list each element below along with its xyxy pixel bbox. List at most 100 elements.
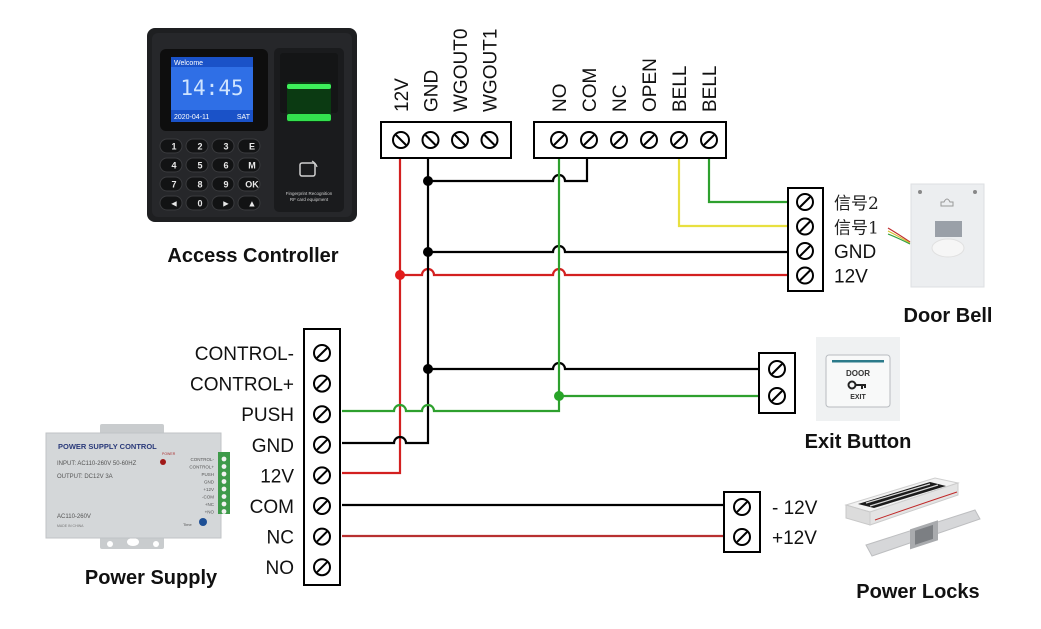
strip-screw [221, 494, 227, 499]
terminal-label: NO [550, 84, 571, 113]
terminal-screw-2[interactable] [313, 374, 331, 393]
keypad-key-label: 2 [197, 142, 202, 152]
power-supply-side-label: +NC [205, 502, 215, 507]
screen-time: 14:45 [180, 76, 243, 100]
terminal-label: COM [580, 68, 601, 112]
rfid-icon [299, 162, 316, 177]
terminal-screw-5[interactable] [313, 466, 331, 485]
terminal-label: NO [266, 558, 295, 579]
exit-button-device: DOOR EXIT [816, 337, 900, 421]
wire-bell-signal-1 [677, 158, 790, 228]
power-supply-side-label: +12V [203, 487, 214, 492]
terminal-label: GND [252, 436, 294, 457]
screen-date: 2020-04-11 [174, 114, 209, 121]
terminal-label: COM [250, 497, 294, 518]
exit-button-caption: Exit Button [805, 431, 912, 453]
controller-relay-terminal: NO COM NC OPEN BELL BELL [533, 58, 727, 159]
terminal-screw-3[interactable] [451, 131, 469, 149]
time-knob-icon [199, 518, 207, 526]
junction-gnd-1 [423, 176, 433, 186]
keypad-key-label: ▲ [248, 199, 257, 209]
wire-controller-no [342, 158, 561, 413]
keypad-key[interactable]: 3 [211, 138, 235, 154]
keypad-key[interactable]: 8 [185, 176, 209, 192]
terminal-screw-1[interactable] [392, 131, 410, 149]
keypad-key[interactable]: 2 [185, 138, 209, 154]
key-icon [847, 380, 866, 390]
power-supply-side-label: PUSH [201, 472, 214, 477]
terminal-label: BELL [670, 66, 691, 112]
wire-bell-gnd [428, 244, 790, 254]
terminal-screw-3[interactable] [313, 405, 331, 424]
terminal-screw-4[interactable] [796, 266, 814, 285]
terminal-screw-3[interactable] [610, 131, 628, 149]
keypad-key[interactable]: ◄ [159, 195, 183, 211]
terminal-label: BELL [700, 66, 721, 112]
exit-terminal [758, 352, 796, 414]
keypad-key[interactable]: 0 [185, 195, 209, 211]
terminal-screw-1[interactable] [733, 498, 751, 516]
terminal-label: PUSH [241, 405, 294, 426]
terminal-screw-6[interactable] [313, 497, 331, 515]
terminal-label: CONTROL+ [190, 375, 294, 396]
terminal-screw-5[interactable] [670, 131, 688, 149]
terminal-screw-6[interactable] [700, 131, 718, 149]
power-supply-caption: Power Supply [85, 567, 218, 589]
terminal-label: WGOUT1 [481, 29, 502, 112]
power-supply-output: OUTPUT: DC12V 3A [57, 474, 113, 480]
keypad-key[interactable]: 5 [185, 157, 209, 173]
terminal-screw-7[interactable] [313, 527, 331, 546]
terminal-screw-4[interactable] [480, 131, 499, 149]
keypad-key[interactable]: ▲ [237, 195, 261, 211]
terminal-label: NC [610, 85, 631, 112]
terminal-label: +12V [772, 528, 817, 549]
keypad-key-label: 6 [223, 161, 228, 171]
wire-controller-gnd [342, 158, 430, 445]
terminal-screw-2[interactable] [733, 528, 751, 546]
terminal-screw-2[interactable] [796, 217, 814, 236]
wire-gnd-to-com [428, 158, 589, 183]
wire-bell-12v [400, 267, 790, 277]
terminal-screw-1[interactable] [796, 193, 814, 211]
terminal-label: CONTROL- [195, 344, 294, 365]
power-supply-input: INPUT: AC110-260V 50-60HZ [57, 461, 137, 467]
keypad-key[interactable]: 4 [159, 157, 183, 173]
keypad-key[interactable]: OK [237, 176, 261, 192]
terminal-label: OPEN [640, 58, 661, 112]
terminal-label: 信号2 [834, 194, 879, 214]
power-supply-device: POWER SUPPLY CONTROL INPUT: AC110-260V 5… [45, 424, 230, 549]
keypad-key[interactable]: ► [211, 195, 235, 211]
terminal-screw-8[interactable] [313, 558, 331, 577]
wires [342, 158, 790, 538]
keypad-key[interactable]: 6 [211, 157, 235, 173]
magnetic-lock-plate [858, 482, 946, 508]
terminal-screw-1[interactable] [313, 344, 331, 362]
power-supply-made-in: MADE IN CHINA [57, 524, 84, 528]
strip-screw [221, 479, 227, 484]
wire-controller-12v [342, 158, 402, 475]
terminal-screw-4[interactable] [640, 131, 658, 149]
terminal-label: GND [422, 70, 443, 112]
keypad-key[interactable]: M [237, 157, 261, 173]
terminal-screw-3[interactable] [796, 242, 814, 260]
wire-exit-gnd [428, 361, 760, 371]
terminal-screw-2[interactable] [768, 387, 786, 405]
terminal-label: NC [267, 528, 294, 549]
keypad-key[interactable]: 7 [159, 176, 183, 192]
keypad-key[interactable]: 1 [159, 138, 183, 154]
strip-screw [221, 486, 227, 492]
terminal-screw-1[interactable] [768, 360, 786, 378]
access-controller-caption: Access Controller [167, 245, 338, 267]
keypad-key[interactable]: 9 [211, 176, 235, 192]
terminal-screw-2[interactable] [580, 131, 598, 149]
terminal-screw-2[interactable] [421, 131, 440, 149]
junction-12v [395, 270, 405, 280]
terminal-screw-1[interactable] [550, 131, 568, 149]
keypad-key[interactable]: E [237, 138, 261, 154]
terminal-screw-4[interactable] [313, 435, 331, 454]
reader-text-1: Fingerprint Recognition [286, 191, 333, 196]
